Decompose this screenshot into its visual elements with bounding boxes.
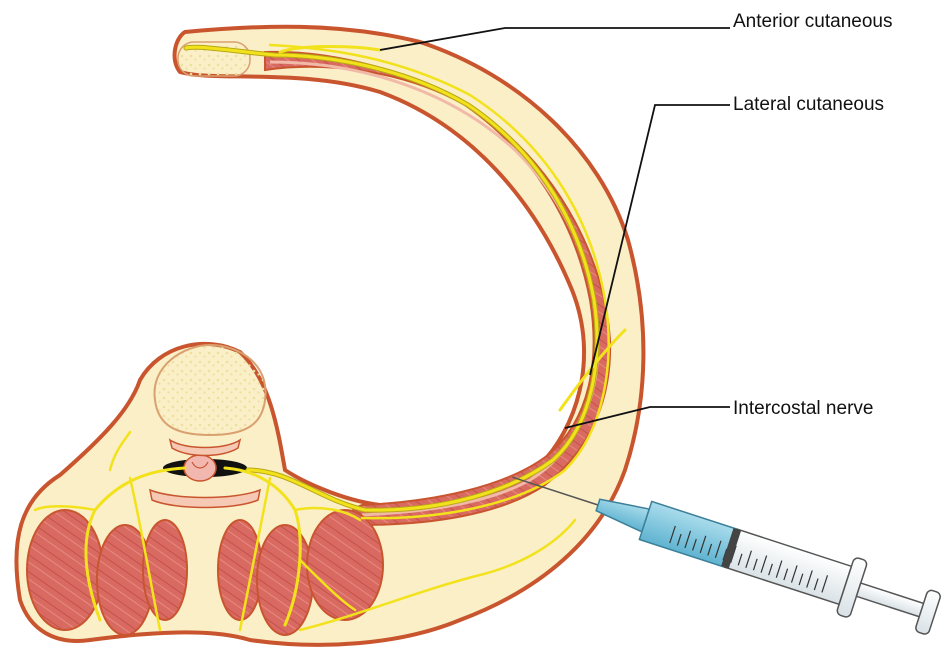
label-lateral-cutaneous: Lateral cutaneous xyxy=(733,95,884,114)
muscle-right-1 xyxy=(218,520,262,620)
muscle-right-2 xyxy=(257,525,313,635)
muscle-left-1 xyxy=(27,510,103,630)
label-intercostal-nerve: Intercostal nerve xyxy=(733,399,873,418)
label-anterior-cutaneous: Anterior cutaneous xyxy=(733,12,893,31)
vertebral-body xyxy=(155,345,266,435)
